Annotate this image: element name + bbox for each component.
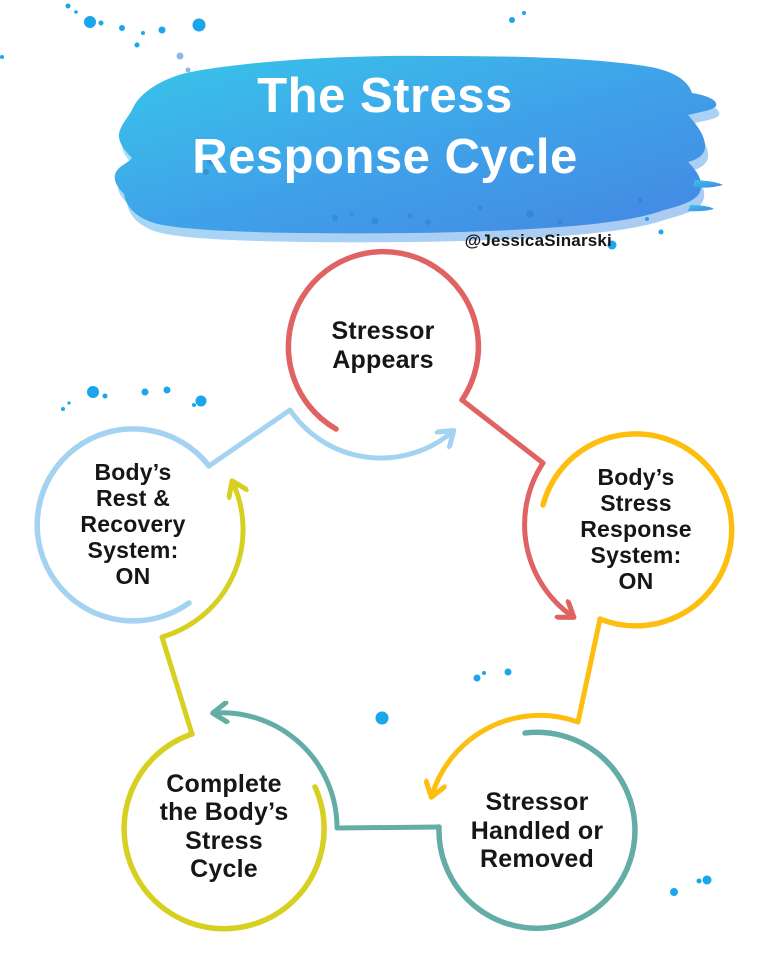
step-label-stress-response-on: Body’s Stress Response System: ON [580,464,692,594]
arrow-stressor-to-response [459,397,572,616]
page-title: The Stress Response Cycle [192,69,578,184]
arrow-recovery-to-stressor [206,407,452,469]
step-label-rest-recovery-on: Body’s Rest & Recovery System: ON [80,459,186,589]
circle-stressor-appears [285,248,482,432]
arrow-complete-to-recovery [159,483,243,737]
attribution: @JessicaSinarski [464,231,612,250]
arrow-response-to-handled [432,616,603,795]
arrow-handled-to-complete [215,713,442,831]
circle-stress-response [540,431,735,629]
circle-complete-cycle [121,731,327,932]
step-label-complete-cycle: Complete the Body’s Stress Cycle [159,770,289,883]
step-label-stressor-handled: Stressor Handled or Removed [470,788,604,873]
splatter-dots [0,3,712,896]
brush-stroke [114,52,723,243]
circle-rest-recovery [34,426,212,624]
step-label-stressor-appears: Stressor Appears [331,317,435,374]
brush-speckles [176,52,643,225]
circle-stressor-handled [436,729,638,932]
